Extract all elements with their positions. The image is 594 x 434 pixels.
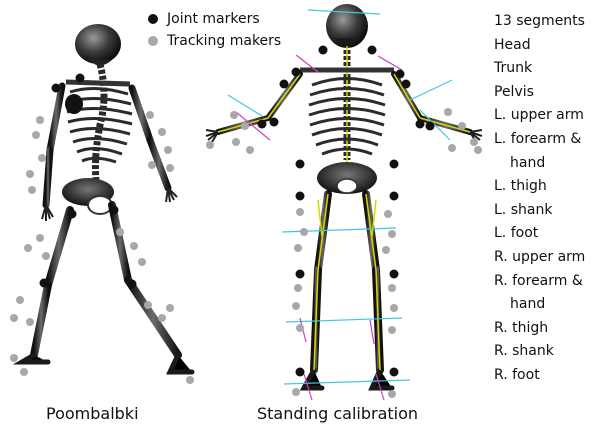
segment-item: L. shank: [494, 199, 585, 223]
segment-item: R. foot: [494, 364, 585, 388]
right-skeleton-standing: [206, 4, 482, 400]
segment-item: R. forearm &: [494, 270, 585, 294]
left-skull: [75, 24, 121, 64]
joint-marker-swatch: [148, 14, 158, 24]
caption-poombalbki: Poombalbki: [46, 404, 139, 423]
segment-item: Head: [494, 34, 585, 58]
legend-tracking-row: Tracking makers: [148, 30, 281, 52]
segment-item: Pelvis: [494, 81, 585, 105]
segment-item: Trunk: [494, 57, 585, 81]
segment-item: L. upper arm: [494, 104, 585, 128]
segment-item: hand: [494, 152, 585, 176]
legend-joint-row: Joint markers: [148, 8, 281, 30]
left-skeleton-poombalbki: [10, 24, 194, 384]
left-legs: [34, 205, 178, 355]
tracking-marker-swatch: [148, 36, 158, 46]
segment-item: L. forearm &: [494, 128, 585, 152]
right-tracking-markers: [206, 108, 482, 398]
segment-count-label: 13 segments: [494, 10, 585, 34]
segment-item: L. foot: [494, 222, 585, 246]
legend-tracking-label: Tracking makers: [167, 30, 281, 52]
legend-joint-label: Joint markers: [167, 8, 260, 30]
marker-legend: Joint markers Tracking makers: [148, 8, 281, 52]
caption-standing-calibration: Standing calibration: [257, 404, 418, 423]
segment-item: L. thigh: [494, 175, 585, 199]
segment-item: hand: [494, 293, 585, 317]
segment-item: R. thigh: [494, 317, 585, 341]
segment-item: R. upper arm: [494, 246, 585, 270]
segment-item: R. shank: [494, 340, 585, 364]
